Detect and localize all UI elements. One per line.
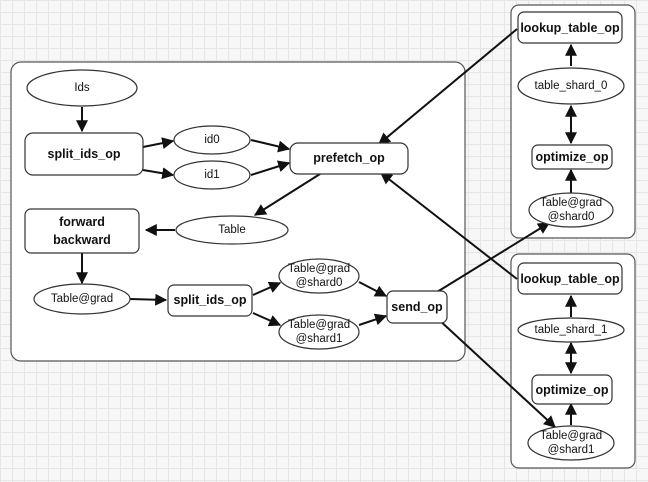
node-pserver1-lookup: lookup_table_op xyxy=(517,262,623,295)
node-grad-shard1: Table@grad @shard1 xyxy=(278,314,360,350)
edge-lookup1-to-prefetch xyxy=(380,172,518,280)
node-grad-shard1-label-2: @shard1 xyxy=(296,333,343,345)
node-pserver1-optimize-label: optimize_op xyxy=(536,383,609,397)
node-forward-backward: forward backward xyxy=(24,208,140,254)
edge-tablegrad-to-split2 xyxy=(129,293,168,306)
node-grad-shard0: Table@grad @shard0 xyxy=(278,258,360,294)
node-id1: id1 xyxy=(173,160,251,190)
edge-split2-to-shard0 xyxy=(252,281,282,296)
node-pserver0-grad: Table@grad @shard0 xyxy=(528,192,614,228)
node-prefetch-op-label: prefetch_op xyxy=(313,151,385,165)
node-prefetch-op: prefetch_op xyxy=(289,142,409,175)
node-ids: Ids xyxy=(26,69,138,107)
node-id0-label: id0 xyxy=(204,134,219,146)
edge-split2-to-shard1 xyxy=(252,312,282,327)
node-split-ids-op-2-label: split_ids_op xyxy=(174,293,247,307)
node-id0: id0 xyxy=(173,125,251,155)
node-split-ids-op: split_ids_op xyxy=(24,132,144,176)
node-pserver1-grad-label-2: @shard1 xyxy=(548,444,595,456)
node-grad-shard0-label-2: @shard0 xyxy=(296,277,343,289)
edge-shard0-to-send xyxy=(358,281,388,297)
edge-send-to-pserver0-grad xyxy=(436,222,551,293)
node-pserver0-grad-label-1: Table@grad xyxy=(540,197,602,209)
node-grad-shard1-label-1: Table@grad xyxy=(288,319,350,331)
edge-shard1-to-send xyxy=(358,313,388,326)
node-pserver1-shard-label: table_shard_1 xyxy=(535,324,608,336)
node-split-ids-op-2: split_ids_op xyxy=(167,284,253,317)
node-pserver1-grad: Table@grad @shard1 xyxy=(527,425,615,461)
node-pserver0-shard: table_shard_0 xyxy=(517,67,625,105)
node-pserver1-optimize: optimize_op xyxy=(531,374,613,405)
node-send-op: send_op xyxy=(386,290,448,324)
node-backward-label: backward xyxy=(53,233,111,247)
node-forward-label: forward xyxy=(59,215,105,229)
node-table: Table xyxy=(175,215,289,245)
node-split-ids-op-label: split_ids_op xyxy=(48,147,121,161)
node-pserver0-lookup: lookup_table_op xyxy=(517,11,623,44)
edge-lookup0-to-prefetch xyxy=(378,28,518,145)
node-pserver1-grad-label-1: Table@grad xyxy=(540,430,602,442)
edge-prefetch-to-table xyxy=(253,173,321,216)
edge-id0-to-prefetch xyxy=(250,139,291,153)
node-grad-shard0-label-1: Table@grad xyxy=(288,263,350,275)
node-pserver0-grad-label-2: @shard0 xyxy=(548,211,595,223)
edges xyxy=(76,28,577,428)
edge-id1-to-prefetch xyxy=(250,160,291,176)
node-id1-label: id1 xyxy=(204,169,219,181)
node-table-grad: Table@grad xyxy=(33,283,131,315)
node-pserver1-shard: table_shard_1 xyxy=(517,317,625,343)
node-table-label: Table xyxy=(218,224,246,236)
edge-split-to-id0 xyxy=(142,137,175,150)
node-pserver0-optimize: optimize_op xyxy=(531,144,613,170)
node-ids-label: Ids xyxy=(74,82,90,94)
node-pserver1-lookup-label: lookup_table_op xyxy=(520,272,620,286)
node-table-grad-label: Table@grad xyxy=(51,293,113,305)
edge-send-to-pserver1-grad xyxy=(436,317,556,428)
node-send-op-label: send_op xyxy=(391,300,443,314)
node-pserver0-lookup-label: lookup_table_op xyxy=(520,21,620,35)
node-pserver0-shard-label: table_shard_0 xyxy=(535,80,608,92)
node-pserver0-optimize-label: optimize_op xyxy=(536,150,609,164)
edge-split-to-id1 xyxy=(142,167,175,180)
